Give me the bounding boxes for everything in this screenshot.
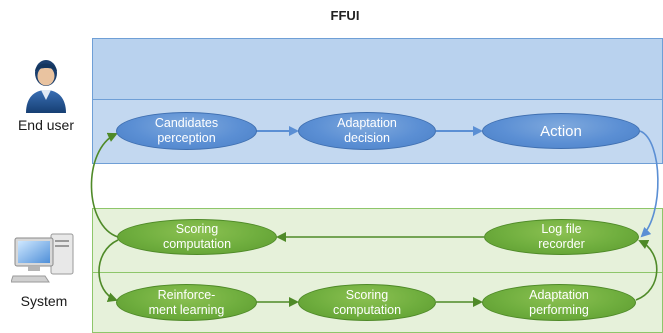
scoring-computation-node-bottom: Scoring computation: [298, 284, 436, 321]
scoring-computation-node-top: Scoring computation: [117, 219, 277, 255]
computer-icon: [11, 233, 74, 283]
system-actor: System: [2, 232, 86, 309]
arrow-action-to-log: [639, 130, 659, 238]
arrow-scoring-to-reinforcement: [98, 239, 119, 302]
user-icon: [26, 60, 66, 113]
log-file-recorder-node: Log file recorder: [484, 219, 639, 255]
end-user-label: End user: [17, 117, 75, 133]
diagram-title: FFUI: [330, 8, 360, 23]
end-user-actor: End user: [4, 56, 88, 133]
reinforcement-learning-node: Reinforce- ment learning: [116, 284, 257, 321]
action-node: Action: [482, 113, 640, 149]
candidates-perception-node: Candidates perception: [116, 112, 257, 150]
arrow-adaptation-to-log: [635, 239, 658, 301]
system-label: System: [20, 293, 68, 309]
arrow-scoring-to-perception: [90, 132, 119, 238]
adaptation-decision-node: Adaptation decision: [298, 112, 436, 150]
adaptation-performing-node: Adaptation performing: [482, 284, 636, 321]
